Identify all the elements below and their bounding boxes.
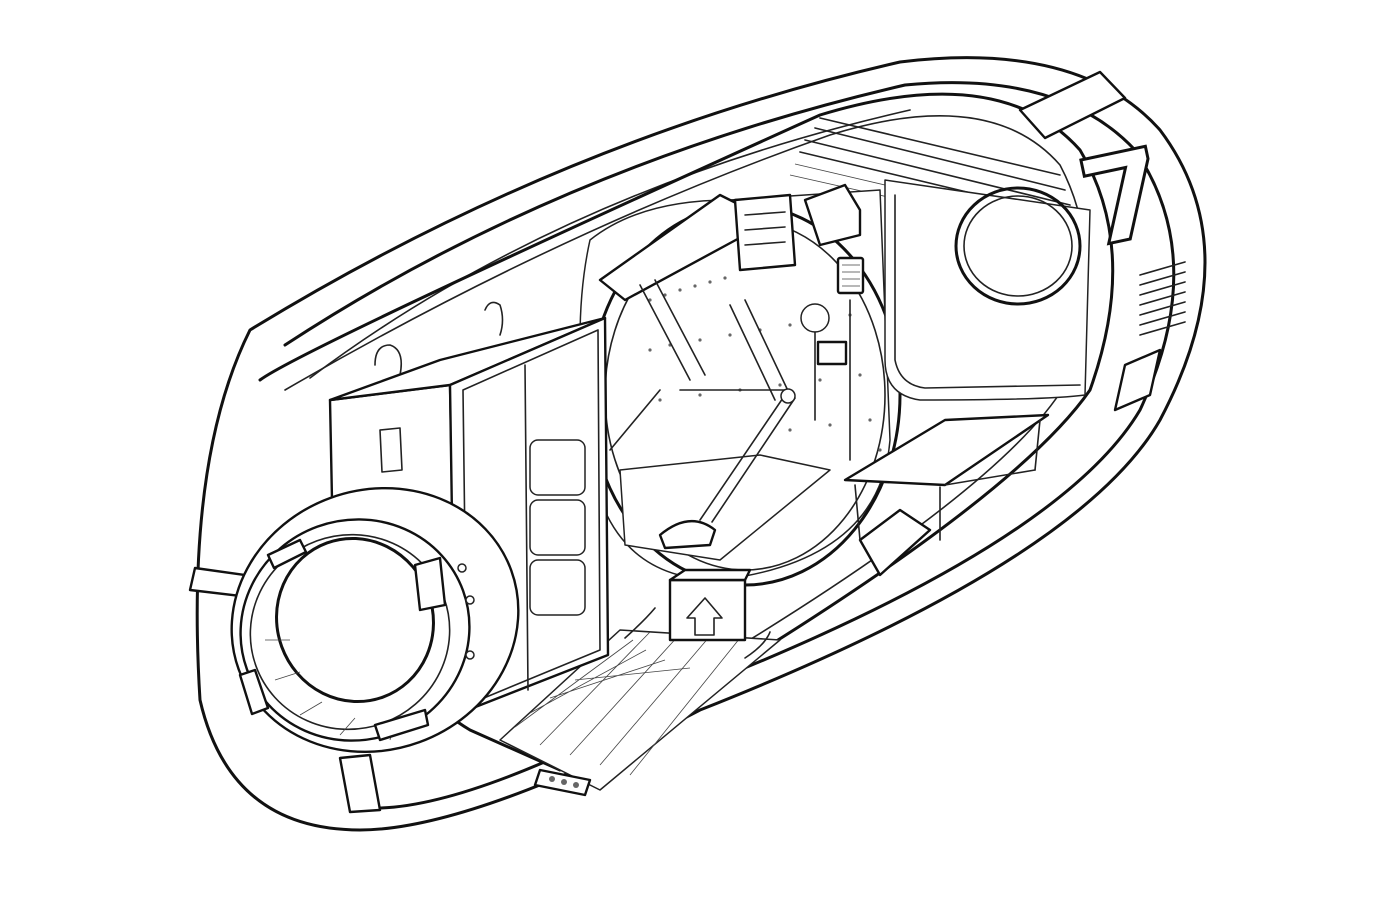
instrument-panels [733, 183, 865, 461]
handrails [374, 301, 771, 659]
table [843, 413, 1050, 541]
side-wall [884, 179, 1091, 401]
up-arrow-icon [686, 597, 723, 636]
floor-vent [533, 768, 592, 797]
module-number-marking: 7 [1068, 122, 1179, 275]
docking-ring [230, 486, 520, 754]
crew-seat [609, 279, 831, 561]
hull-bands [188, 70, 1186, 814]
floor-box [668, 568, 752, 642]
